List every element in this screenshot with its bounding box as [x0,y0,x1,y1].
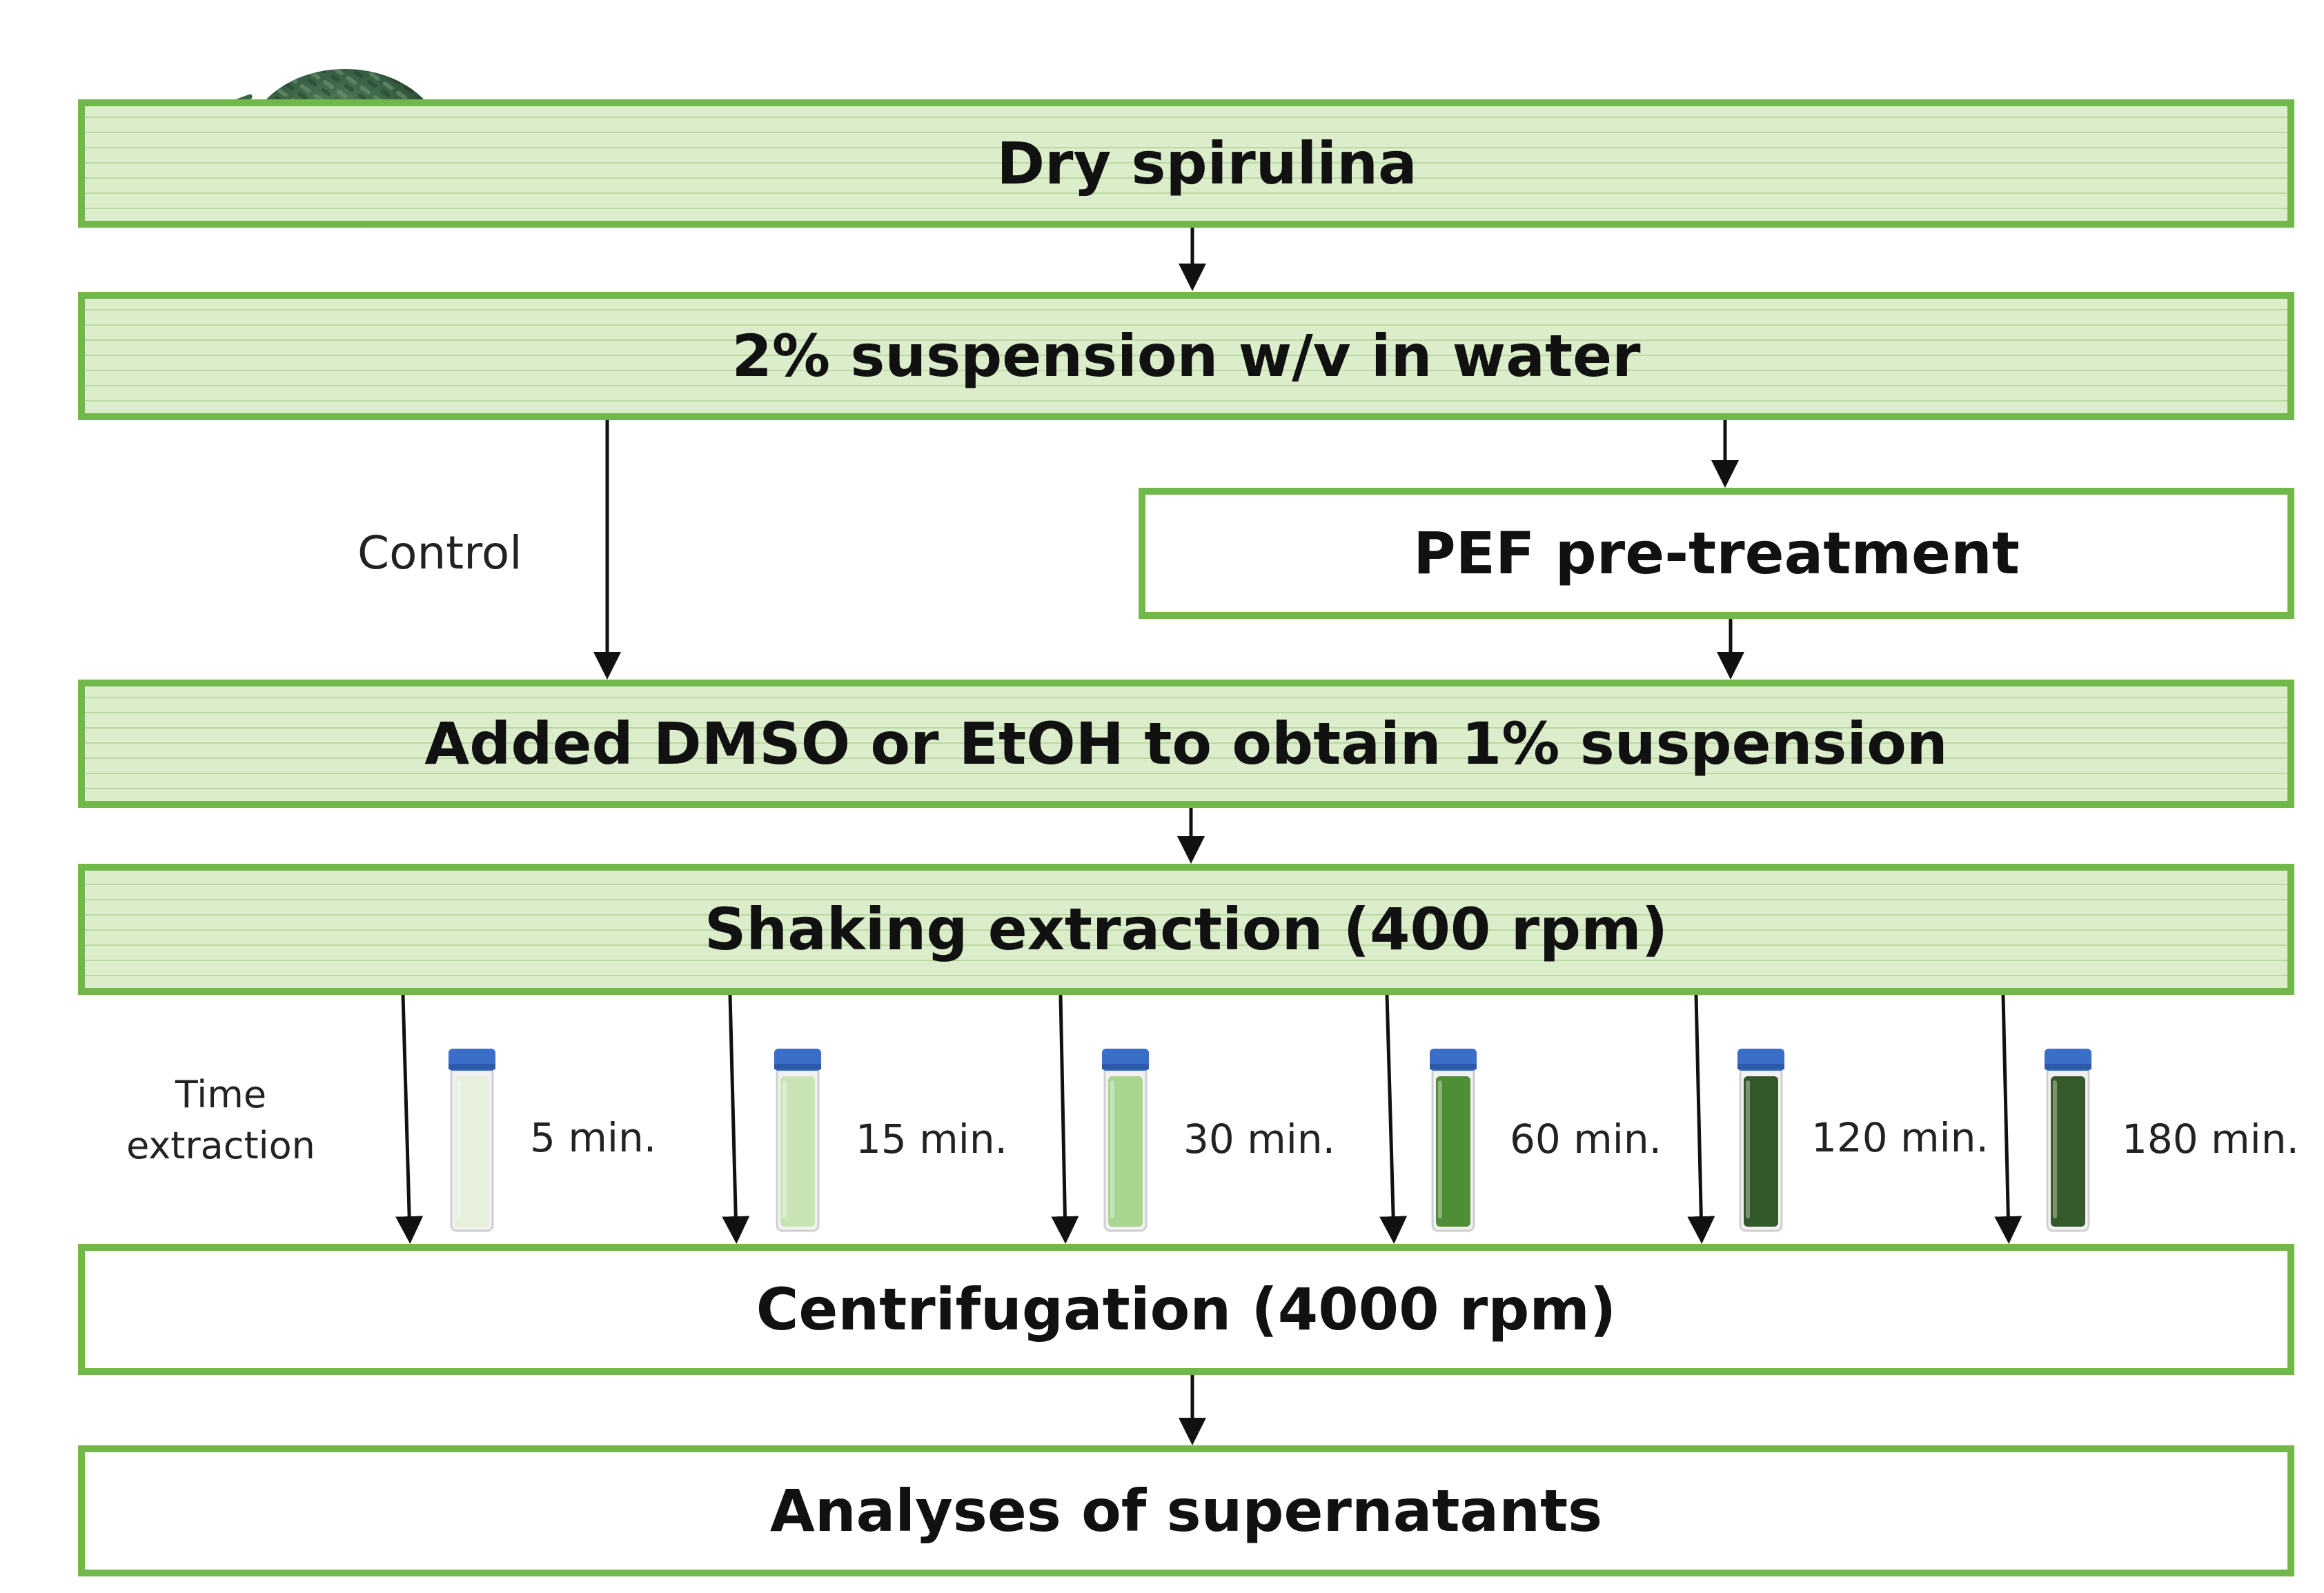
sample-tube-1 [449,1049,495,1232]
dry-spirulina-label: Dry spirulina [996,130,1417,197]
sample-tube-6 [2045,1049,2091,1232]
analyses-label: Analyses of supernatants [769,1477,1603,1545]
time-extraction-label: Time extraction [110,1069,331,1171]
time-extraction-line1: Time [175,1073,267,1116]
shaking-extraction-label: Shaking extraction (400 rpm) [704,896,1668,963]
added-solvent-label: Added DMSO or EtOH to obtain 1% suspensi… [424,710,1948,778]
sample-tube-5 [1737,1049,1784,1232]
pef-pretreatment-box: PEF pre-treatment [1139,488,2294,619]
sample-tube-2 [774,1049,821,1232]
pef-pretreatment-label: PEF pre-treatment [1413,520,2020,587]
arrow-time-4 [1379,994,1408,1244]
sample-tube-3 [1102,1049,1149,1232]
control-label: Control [357,526,522,580]
arrow-time-1 [395,994,424,1244]
dry-spirulina-box: Dry spirulina [78,99,2294,228]
time-label-5: 5 min. [530,1114,657,1161]
sample-tube-4 [1430,1049,1477,1232]
time-label-180: 180 min. [2122,1116,2299,1162]
shaking-extraction-box: Shaking extraction (400 rpm) [78,864,2294,995]
arrow-time-2 [722,994,750,1244]
suspension-box: 2% suspension w/v in water [78,292,2294,420]
time-label-15: 15 min. [856,1116,1008,1162]
centrifugation-box: Centrifugation (4000 rpm) [78,1244,2294,1375]
time-extraction-line2: extraction [126,1124,315,1167]
analyses-box: Analyses of supernatants [78,1445,2294,1576]
arrow-time-6 [1994,994,2022,1244]
arrow-time-3 [1051,994,1079,1244]
suspension-label: 2% suspension w/v in water [731,322,1641,390]
time-label-30: 30 min. [1183,1116,1336,1162]
arrow-time-5 [1687,994,1715,1244]
added-solvent-box: Added DMSO or EtOH to obtain 1% suspensi… [78,680,2294,808]
time-label-60: 60 min. [1510,1116,1662,1162]
centrifugation-label: Centrifugation (4000 rpm) [756,1276,1617,1343]
time-label-120: 120 min. [1811,1114,1989,1161]
